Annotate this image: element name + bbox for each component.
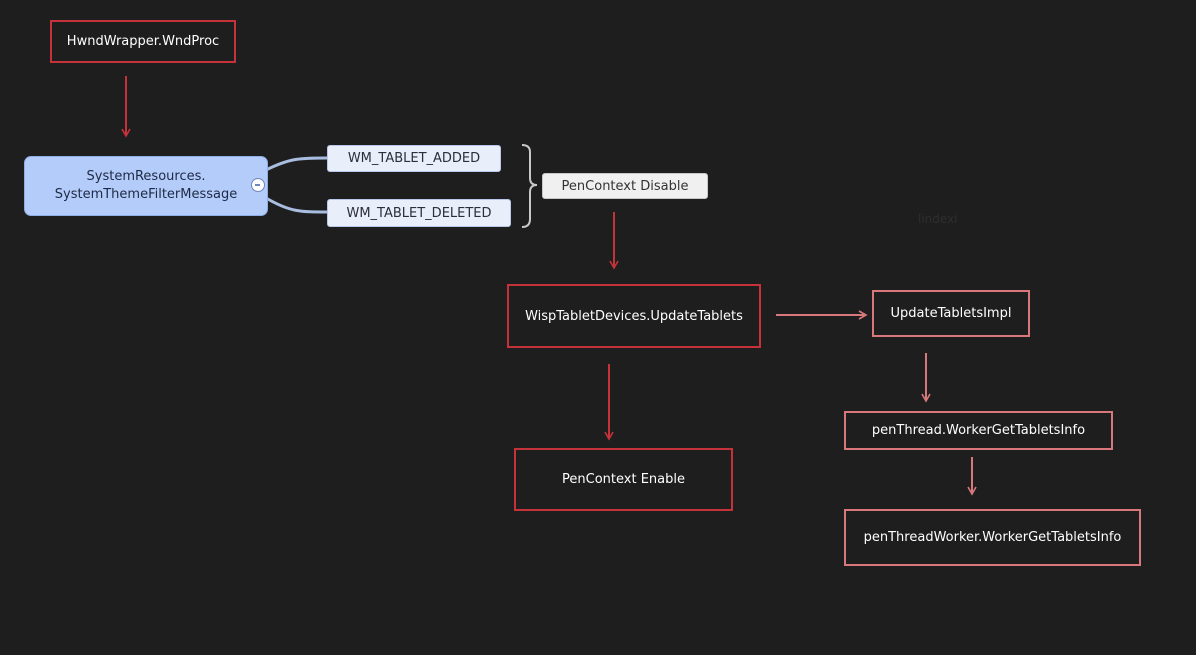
node-label: penThreadWorker.WorkerGetTabletsInfo <box>863 530 1122 545</box>
node-label: WispTabletDevices.UpdateTablets <box>525 308 743 324</box>
node-pen-context-enable[interactable]: PenContext Enable <box>514 448 733 511</box>
node-wm-tablet-added[interactable]: WM_TABLET_ADDED <box>327 145 501 172</box>
node-hwnd-wrapper-wndproc[interactable]: HwndWrapper.WndProc <box>50 20 236 63</box>
node-label-line-2: SystemThemeFilterMessage <box>54 187 238 202</box>
node-update-tablets-impl[interactable]: UpdateTabletsImpl <box>872 290 1030 337</box>
node-label: PenContext Enable <box>562 472 685 487</box>
connector-to-wm-tablet-added <box>265 156 329 172</box>
node-wisp-tablet-devices-update-tablets[interactable]: WispTabletDevices.UpdateTablets <box>507 284 761 348</box>
node-label: WM_TABLET_DELETED <box>346 205 492 221</box>
node-label: UpdateTabletsImpl <box>890 306 1012 321</box>
node-label: WM_TABLET_ADDED <box>347 151 481 166</box>
connector-to-wm-tablet-deleted <box>265 196 329 214</box>
node-pen-thread-worker-get-tablets-info[interactable]: penThread.WorkerGetTabletsInfo <box>844 411 1113 450</box>
node-label: penThread.WorkerGetTabletsInfo <box>871 423 1086 438</box>
node-pen-context-disable[interactable]: PenContext Disable <box>542 173 708 199</box>
summary-brace <box>521 144 538 228</box>
collapse-toggle-icon[interactable] <box>251 178 265 192</box>
node-label: PenContext Disable <box>561 178 689 194</box>
node-label-line-1: SystemResources. <box>86 169 206 184</box>
node-system-resources[interactable]: SystemResources. SystemThemeFilterMessag… <box>24 156 268 216</box>
watermark-text: lindexi <box>918 212 958 226</box>
node-label: HwndWrapper.WndProc <box>66 34 220 49</box>
node-wm-tablet-deleted[interactable]: WM_TABLET_DELETED <box>327 199 511 227</box>
node-pen-thread-worker-worker-get-tablets-info[interactable]: penThreadWorker.WorkerGetTabletsInfo <box>844 509 1141 566</box>
